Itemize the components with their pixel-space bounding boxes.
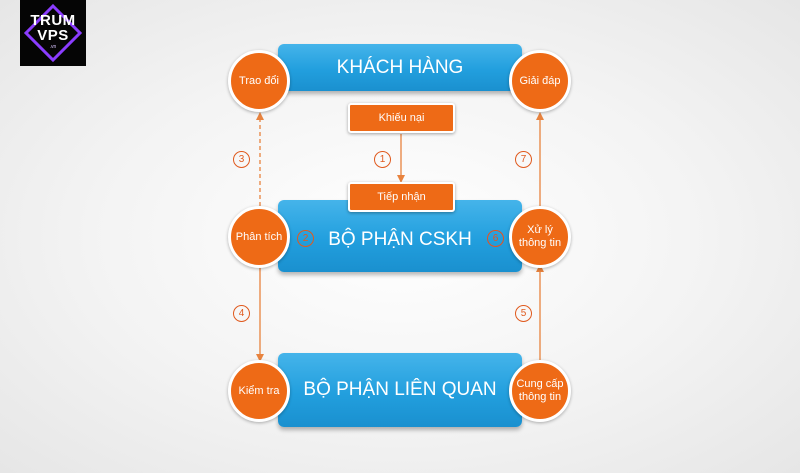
provide-info-circle: Cung cấp thông tin: [509, 360, 571, 422]
step-number-3: 3: [233, 151, 250, 168]
step-number-2: 2: [297, 230, 314, 247]
process-info-circle: Xử lý thông tin: [509, 206, 571, 268]
complaint-tag: Khiếu nại: [348, 103, 455, 133]
receive-tag: Tiếp nhận: [348, 182, 455, 212]
provide-info-label: Cung cấp thông tin: [516, 378, 563, 404]
exchange-label: Trao đổi: [239, 74, 279, 87]
process-info-line2: thông tin: [518, 237, 562, 249]
provide-info-line2: thông tin: [518, 391, 562, 403]
logo-text-line2: VPS: [37, 27, 69, 44]
receive-label: Tiếp nhận: [377, 191, 426, 203]
logo-text-line1: TRUM: [30, 12, 76, 29]
answer-circle: Giải đáp: [509, 50, 571, 112]
cskh-bar: BỘ PHẬN CSKH: [278, 200, 522, 272]
check-label: Kiểm tra: [238, 384, 280, 397]
check-circle: Kiểm tra: [228, 360, 290, 422]
analyze-label: Phân tích: [235, 230, 283, 243]
step-number-5: 5: [515, 305, 532, 322]
trumvps-logo: TRUM VPS .vn: [20, 0, 86, 66]
complaint-label: Khiếu nại: [378, 112, 425, 124]
cskh-label: BỘ PHẬN CSKH: [328, 229, 472, 250]
step-number-1: 1: [374, 151, 391, 168]
answer-label: Giải đáp: [519, 74, 561, 87]
customer-label: KHÁCH HÀNG: [336, 57, 464, 78]
process-info-line1: Xử lý: [527, 224, 553, 236]
step-number-6: 6: [487, 230, 504, 247]
exchange-circle: Trao đổi: [228, 50, 290, 112]
logo-text-line3: .vn: [49, 44, 57, 50]
provide-info-line1: Cung cấp: [516, 378, 564, 390]
related-department-bar: BỘ PHẬN LIÊN QUAN: [278, 353, 522, 427]
customer-bar: KHÁCH HÀNG: [278, 44, 522, 91]
analyze-circle: Phân tích: [228, 206, 290, 268]
process-info-label: Xử lý thông tin: [519, 224, 561, 250]
step-number-7: 7: [515, 151, 532, 168]
step-number-4: 4: [233, 305, 250, 322]
related-department-label: BỘ PHẬN LIÊN QUAN: [303, 379, 497, 400]
logo-diamond-icon: [23, 3, 83, 63]
